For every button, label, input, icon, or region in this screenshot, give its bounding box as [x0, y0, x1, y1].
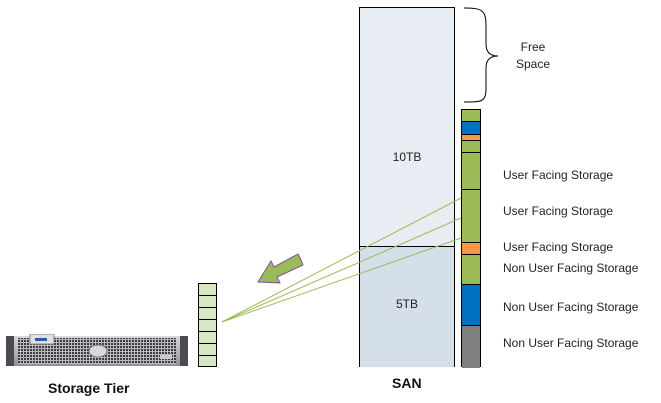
storage-segment-other	[462, 135, 480, 141]
storage-tier-slot	[199, 320, 216, 332]
storage-segment-other	[462, 122, 480, 135]
free-space-label: Free Space	[515, 40, 551, 71]
storage-tier-slot	[199, 296, 216, 308]
server-icon	[6, 334, 188, 366]
san-free-region: 10TB	[360, 8, 454, 247]
san-free-size: 10TB	[392, 150, 422, 164]
storage-segment-user	[462, 141, 480, 153]
free-space-brace	[463, 7, 499, 103]
label-user-facing-1: User Facing Storage	[503, 168, 614, 182]
storage-segment-user	[462, 110, 480, 122]
san-allocation-stack	[461, 109, 481, 368]
storage-tier-slot	[199, 284, 216, 296]
storage-tier-slots	[198, 283, 217, 367]
san-used-size: 5TB	[395, 297, 418, 311]
storage-segment-non-user	[462, 326, 480, 368]
label-non-user-facing-3: Non User Facing Storage	[503, 336, 639, 350]
label-user-facing-3: User Facing Storage	[503, 240, 614, 254]
label-user-facing-2: User Facing Storage	[503, 204, 614, 218]
storage-tier-label: Storage Tier	[48, 380, 130, 396]
link-line	[221, 237, 462, 323]
storage-segment-user	[462, 190, 480, 243]
storage-segment-non-user	[462, 255, 480, 285]
san-used-region: 5TB	[360, 247, 454, 367]
storage-tier-slot	[199, 332, 216, 344]
label-non-user-facing-1: Non User Facing Storage	[503, 261, 639, 275]
migration-arrow-icon	[257, 253, 304, 284]
storage-tier-slot	[199, 356, 216, 368]
link-line	[221, 197, 462, 323]
san-volume: 10TB 5TB	[359, 7, 455, 367]
label-non-user-facing-2: Non User Facing Storage	[503, 300, 639, 314]
storage-segment-non-user	[462, 285, 480, 326]
storage-tier-slot	[199, 308, 216, 320]
storage-tier-slot	[199, 344, 216, 356]
san-label: SAN	[392, 375, 422, 391]
storage-segment-user	[462, 243, 480, 255]
link-line	[221, 217, 462, 323]
storage-segment-user	[462, 153, 480, 190]
